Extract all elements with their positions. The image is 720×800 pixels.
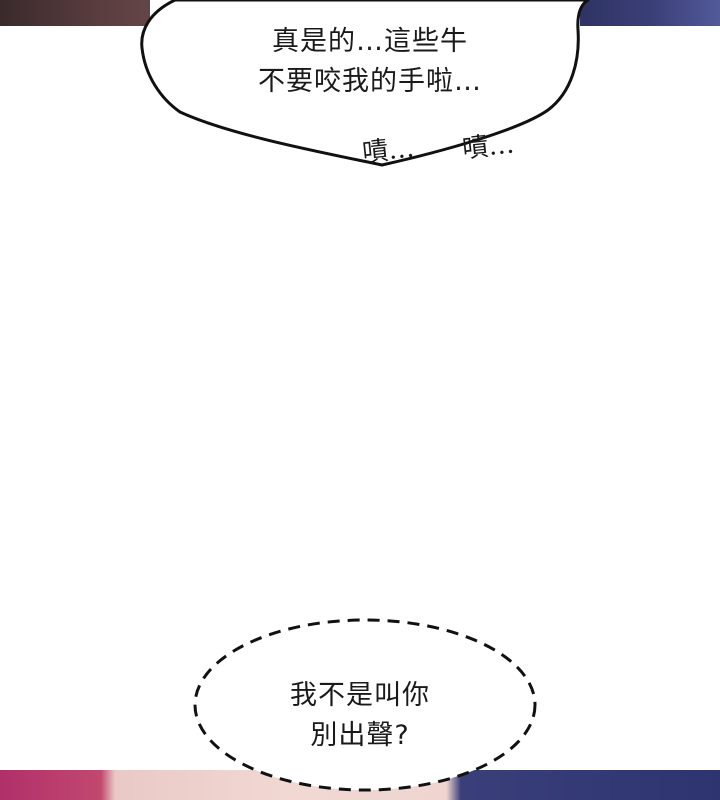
bottom-bubble-dialogue: 我不是叫你 別出聲? <box>235 676 485 756</box>
bottom-bubble-line-2: 別出聲? <box>310 720 410 751</box>
bottom-whisper-bubble <box>193 618 537 792</box>
bottom-bubble-line-1: 我不是叫你 <box>290 680 430 711</box>
top-speech-bubble <box>140 0 590 167</box>
sfx-tsk-left: 嘖… <box>360 133 416 169</box>
sfx-tsk-right: 嘖… <box>460 129 516 165</box>
top-bubble-dialogue: 真是的…這些牛 不要咬我的手啦… <box>200 22 540 102</box>
top-bubble-line-1: 真是的…這些牛 <box>272 26 468 57</box>
top-bubble-line-2: 不要咬我的手啦… <box>258 66 482 97</box>
